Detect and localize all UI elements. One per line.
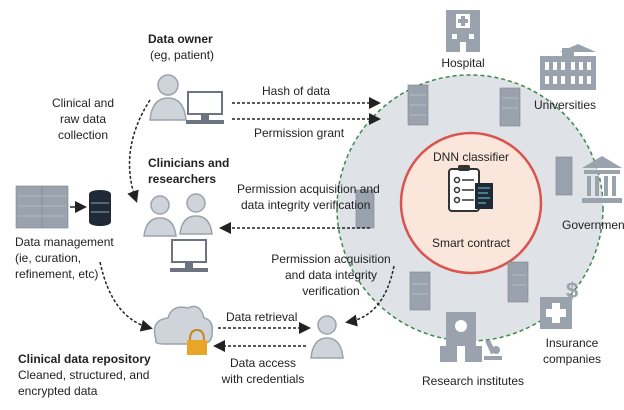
- data-access-label-1: Data access: [229, 356, 297, 370]
- clipboard-icon: [448, 165, 493, 212]
- repository-desc-1: Cleaned, structured, and: [18, 368, 150, 382]
- smart-contract-label: Smart contract: [431, 236, 511, 250]
- data-retrieval-label: Data retrieval: [226, 310, 298, 324]
- clinician-icon: [143, 193, 213, 237]
- computer-icon: [170, 239, 208, 272]
- clinicians-label-1: Clinicians and: [148, 156, 230, 170]
- hospital-icon: [446, 10, 480, 52]
- server-rack-icon: [15, 185, 69, 229]
- arrow-permission-acquisition-2: [345, 265, 395, 327]
- computer-icon: [186, 91, 224, 124]
- permission-acquisition-2-line2: and data integrity: [284, 268, 378, 282]
- database-icon: [89, 190, 111, 226]
- research-institute-icon: [440, 312, 482, 362]
- lock-icon: [187, 328, 207, 355]
- insurance-label-1: Insurance: [545, 336, 599, 350]
- insurance-icon: $: [540, 278, 578, 329]
- permission-acquisition-1-line2: data integrity verification: [241, 198, 371, 212]
- repository-desc-2: encrypted data: [18, 384, 98, 398]
- insurance-label-2: companies: [542, 352, 602, 366]
- arrow-data-management-to-repository: [99, 261, 153, 332]
- user-icon: [310, 315, 344, 359]
- university-icon: [540, 44, 596, 90]
- repository-title: Clinical data repository: [18, 352, 151, 366]
- data-owner-title: Data owner: [148, 32, 213, 46]
- clinical-raw-label-2: raw data: [59, 112, 107, 126]
- data-access-label-2: with credentials: [221, 372, 305, 386]
- clinical-raw-label-3: collection: [57, 128, 109, 142]
- dnn-classifier-label: DNN classifier: [432, 150, 509, 164]
- permission-acquisition-1-line1: Permission acquisition and: [237, 182, 380, 196]
- hospital-label: Hospital: [441, 56, 485, 70]
- svg-text:$: $: [566, 278, 578, 303]
- permission-acquisition-2-line1: Permission acquisition: [271, 252, 391, 266]
- data-owner-subtitle: (eg, patient): [150, 48, 215, 62]
- arrow-clinical-raw-collection: [127, 99, 151, 203]
- data-management-label-2: (ie, curation,: [15, 251, 82, 265]
- cloud-icon: [153, 305, 214, 345]
- clinical-raw-label-1: Clinical and: [51, 96, 115, 110]
- permission-acquisition-2-line3: verification: [302, 284, 360, 298]
- government-icon: [582, 156, 622, 203]
- clinicians-label-2: researchers: [148, 172, 217, 186]
- patient-icon: [149, 74, 187, 121]
- permission-grant-label: Permission grant: [254, 126, 345, 140]
- microscope-icon: [484, 339, 502, 360]
- data-management-label-3: refinement, etc): [15, 267, 99, 281]
- government-label: Governmen: [562, 218, 624, 232]
- research-institutes-label: Research institutes: [422, 374, 525, 388]
- hash-of-data-label: Hash of data: [262, 84, 331, 98]
- data-management-label-1: Data management: [15, 235, 114, 249]
- universities-label: Universities: [534, 98, 597, 112]
